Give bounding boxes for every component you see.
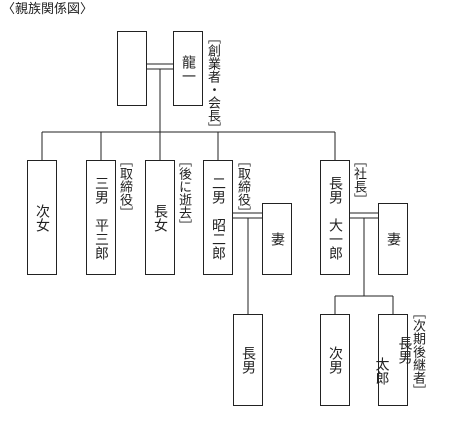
chart-title: 〈親族関係図〉 [2, 2, 94, 17]
founder-note: ［創業者・会長］ [205, 31, 220, 135]
second-daughter-label: 次女 [34, 203, 50, 232]
eldest-daughter-note: ［後に逝去］ [176, 154, 191, 232]
second-son-box: 二男 昭二郎 [203, 160, 233, 275]
second-son-note: ［取締役］ [235, 154, 250, 219]
third-son-box: 三男 平三郎 [86, 160, 116, 275]
grandson-eldest-name: 太郎 [373, 356, 390, 385]
grandson-eldest-note: ［次期後継者］ [410, 306, 425, 397]
eldest-son-label: 長男 大一郎 [327, 175, 343, 260]
second-son-eldest-son-label: 長男 [240, 346, 256, 374]
eldest-daughter-box: 長女 [145, 160, 175, 275]
second-son-wife-label: 妻 [269, 232, 285, 246]
founder-label: 龍一 [180, 54, 196, 83]
eldest-son-wife-box: 妻 [378, 203, 408, 275]
third-son-note: ［取締役］ [117, 154, 132, 219]
founder-spouse-box [117, 31, 147, 106]
second-son-eldest-son-box: 長男 [233, 314, 263, 406]
second-son-label: 二男 昭二郎 [210, 175, 226, 260]
eldest-son-note: ［社長］ [351, 154, 366, 206]
grandson-eldest-relation: 長男 [396, 335, 413, 364]
third-son-label: 三男 平三郎 [93, 175, 109, 260]
grandson-second-label: 次男 [327, 346, 343, 374]
grandson-second-box: 次男 [320, 314, 350, 406]
grandson-eldest-box: 長男 太郎 [374, 314, 413, 406]
eldest-son-box: 長男 大一郎 [320, 160, 350, 275]
second-daughter-box: 次女 [27, 160, 57, 275]
founder-box: 龍一 [173, 31, 203, 106]
grandson-eldest-label: 長男 太郎 [373, 335, 413, 385]
eldest-daughter-label: 長女 [152, 203, 168, 232]
second-son-wife-box: 妻 [262, 203, 292, 275]
eldest-son-wife-label: 妻 [385, 232, 401, 246]
